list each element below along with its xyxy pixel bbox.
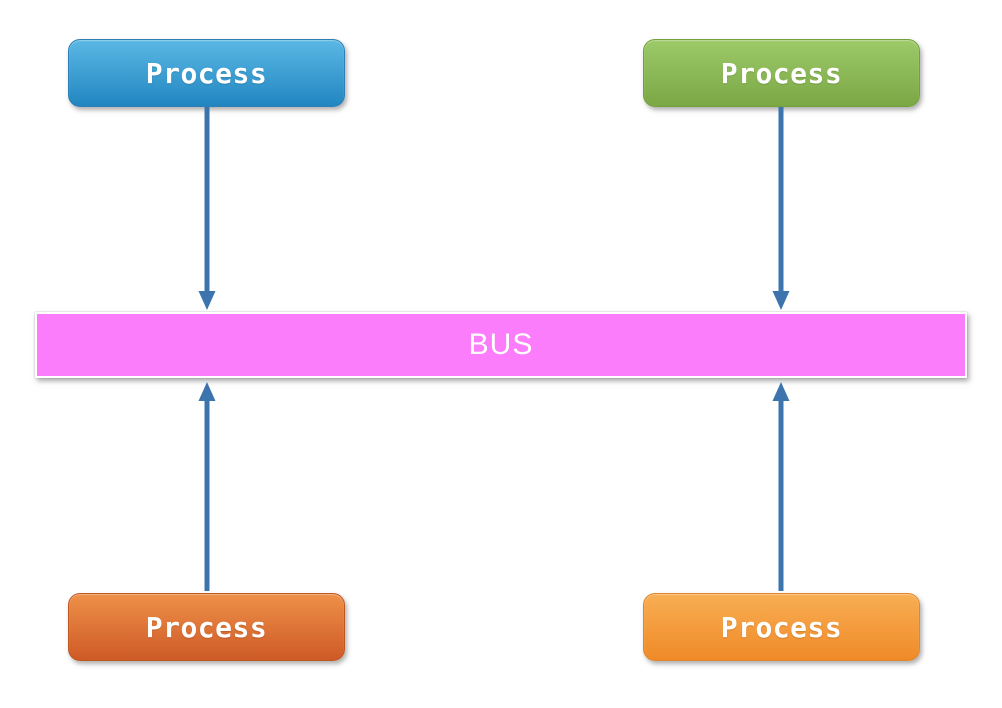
arrow-up-right-icon — [771, 382, 791, 591]
process-label-top-left: Process — [145, 56, 268, 90]
process-node-bottom-left: Process — [68, 593, 345, 661]
process-label-bottom-right: Process — [720, 610, 843, 644]
arrow-down-left-icon — [197, 107, 217, 310]
process-label-bottom-left: Process — [145, 610, 268, 644]
arrow-up-left-icon — [197, 382, 217, 591]
bus-bar: BUS — [35, 312, 967, 378]
process-node-top-right: Process — [643, 39, 920, 107]
process-label-top-right: Process — [720, 56, 843, 90]
bus-label: BUS — [468, 328, 534, 361]
process-node-bottom-right: Process — [643, 593, 920, 661]
arrow-down-right-icon — [771, 107, 791, 310]
process-node-top-left: Process — [68, 39, 345, 107]
